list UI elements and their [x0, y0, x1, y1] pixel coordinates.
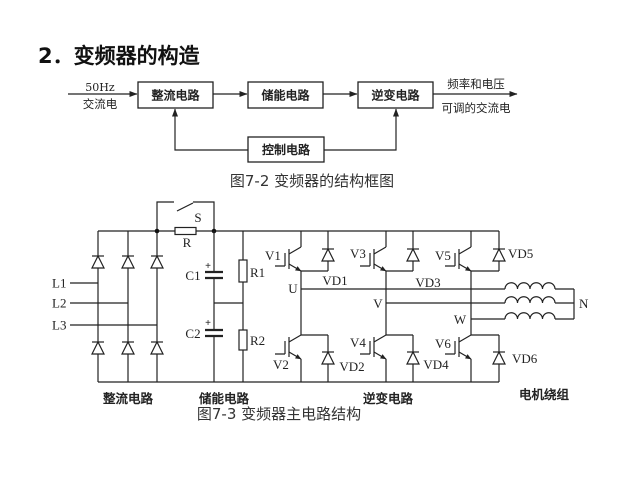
figure-caption-7-3: 图7-3 变频器主电路结构: [197, 405, 361, 423]
storage-section: + + C1 C2 R1 R2: [185, 231, 265, 382]
block-inverter-label: 逆变电路: [371, 88, 420, 103]
block-inverter: 逆变电路: [357, 81, 434, 109]
label-vd4: VD4: [423, 357, 449, 372]
igbt-v4: [360, 334, 387, 360]
label-s: S: [194, 210, 201, 225]
block-storage: 储能电路: [247, 81, 324, 109]
polarity-plus-c2: +: [205, 318, 211, 329]
rectifier-diode: [91, 254, 105, 269]
inverter-leg-v: V3 V4 VD3 VD4: [350, 231, 449, 382]
label-c2: C2: [185, 326, 200, 341]
diode-vd3: [406, 247, 420, 262]
label-v3: V3: [350, 246, 366, 261]
label-v1: V1: [265, 248, 281, 263]
diode-vd6: [492, 350, 506, 365]
label-v5: V5: [435, 248, 451, 263]
label-r2: R2: [250, 333, 265, 348]
section-label-rectifier: 整流电路: [103, 391, 154, 406]
rectifier-diode: [150, 254, 164, 269]
inverter-leg-u: V1 V2 VD1 VD2: [265, 231, 365, 382]
section-label-motor: 电机绕组: [519, 387, 570, 402]
label-v4: V4: [350, 335, 366, 350]
precharge-circuit: R S: [154, 201, 217, 250]
resistor-r2: [238, 329, 248, 351]
igbt-v5: [445, 246, 472, 272]
section-title: 2．变频器的构造: [38, 44, 201, 68]
rectifier-diode: [121, 254, 135, 269]
label-v2: V2: [273, 357, 289, 372]
output-label-top: 频率和电压: [447, 77, 505, 91]
winding-u-coil: [504, 282, 556, 290]
label-l3: L3: [52, 318, 66, 333]
label-r1: R1: [250, 265, 265, 280]
switch-right-lead: [193, 201, 215, 231]
label-n: N: [579, 296, 589, 311]
block-rectifier: 整流电路: [137, 81, 214, 109]
label-u: U: [288, 281, 298, 296]
input-ac-label: 交流电: [83, 97, 118, 111]
control-to-inverter-arrow: [324, 108, 399, 151]
label-l2: L2: [52, 296, 66, 311]
block-control-label: 控制电路: [262, 142, 311, 157]
motor-windings: U V W N: [288, 281, 589, 327]
label-l1: L1: [52, 276, 66, 291]
block-diagram: 50Hz 交流电 整流电路 储能电路 逆变电路 频率和电压 可调的交流电 控制电…: [68, 77, 518, 190]
block-storage-box: [247, 81, 324, 109]
winding-v-coil: [504, 296, 556, 304]
label-vd1: VD1: [322, 273, 347, 288]
output-label-bottom: 可调的交流电: [442, 101, 511, 115]
igbt-v2: [275, 334, 302, 360]
block-control: 控制电路: [247, 136, 325, 163]
main-circuit: L1 L2 L3 R S + + C1 C2: [52, 201, 589, 423]
label-r: R: [183, 235, 192, 250]
label-v: V: [373, 296, 383, 311]
diode-vd2: [321, 350, 335, 365]
junction-dot: [154, 228, 160, 234]
figure-caption-7-2: 图7-2 变频器的结构框图: [230, 172, 394, 190]
label-v6: V6: [435, 336, 451, 351]
label-vd5: VD5: [508, 246, 533, 261]
resistor-r1: [238, 259, 248, 283]
label-vd3: VD3: [415, 275, 440, 290]
label-vd6: VD6: [512, 351, 538, 366]
igbt-v1: [275, 246, 302, 272]
section-label-storage: 储能电路: [198, 391, 250, 406]
igbt-v3: [360, 246, 387, 272]
igbt-v6: [445, 334, 472, 360]
diode-vd4: [406, 350, 420, 365]
block-storage-label: 储能电路: [261, 88, 310, 103]
rectifier-diode: [150, 340, 164, 355]
winding-w-coil: [504, 312, 556, 320]
rectifier-bridge: L1 L2 L3: [52, 231, 164, 382]
block-inverter-box: [357, 81, 434, 109]
inverter-leg-w: V5 V6 VD5 VD6: [435, 231, 538, 382]
block-rectifier-label: 整流电路: [150, 88, 200, 103]
switch-left-lead: [156, 201, 174, 231]
section-label-inverter: 逆变电路: [363, 391, 414, 406]
rectifier-diode: [91, 340, 105, 355]
diode-vd1: [321, 247, 335, 262]
input-frequency-label: 50Hz: [85, 81, 115, 94]
label-w: W: [454, 312, 467, 327]
charge-resistor: [174, 226, 197, 236]
diode-vd5: [492, 247, 506, 262]
control-to-rectifier-arrow: [172, 108, 248, 151]
bypass-switch-blade: [176, 202, 194, 212]
rectifier-diode: [121, 340, 135, 355]
label-vd2: VD2: [339, 359, 364, 374]
polarity-plus-c1: +: [205, 261, 211, 272]
label-c1: C1: [185, 268, 200, 283]
block-rectifier-box: [137, 81, 214, 109]
